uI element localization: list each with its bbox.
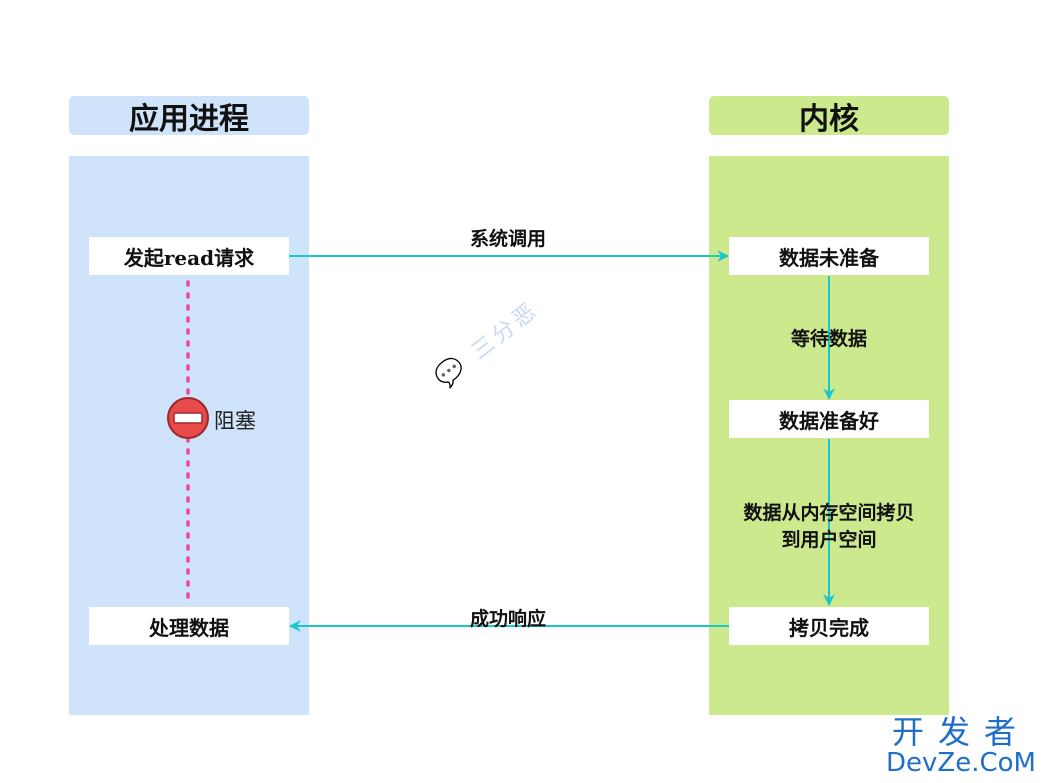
devze-logo: 开发者 DevZe.CoM <box>886 716 1036 776</box>
blocked-label: 阻塞 <box>214 409 256 433</box>
syscall-label: 系统调用 <box>469 228 546 250</box>
read-request-box: 发起read请求 <box>89 237 289 275</box>
copy-label-line1: 数据从内存空间拷贝 <box>743 502 915 524</box>
process-data-box: 处理数据 <box>89 607 289 645</box>
logo-bottom-text: DevZe.CoM <box>886 748 1036 778</box>
data-ready-box: 数据准备好 <box>729 400 929 438</box>
data-not-ready-box: 数据未准备 <box>729 237 929 275</box>
logo-top-text: 开发者 <box>891 713 1030 751</box>
copy-label-line2: 到用户空间 <box>781 529 877 551</box>
copy-done-box: 拷贝完成 <box>729 607 929 645</box>
app-process-header: 应用进程 <box>69 96 309 137</box>
wait-data-label: 等待数据 <box>790 328 867 350</box>
kernel-header: 内核 <box>709 96 949 137</box>
blocked-icon <box>167 397 209 439</box>
success-response-label: 成功响应 <box>469 608 546 630</box>
